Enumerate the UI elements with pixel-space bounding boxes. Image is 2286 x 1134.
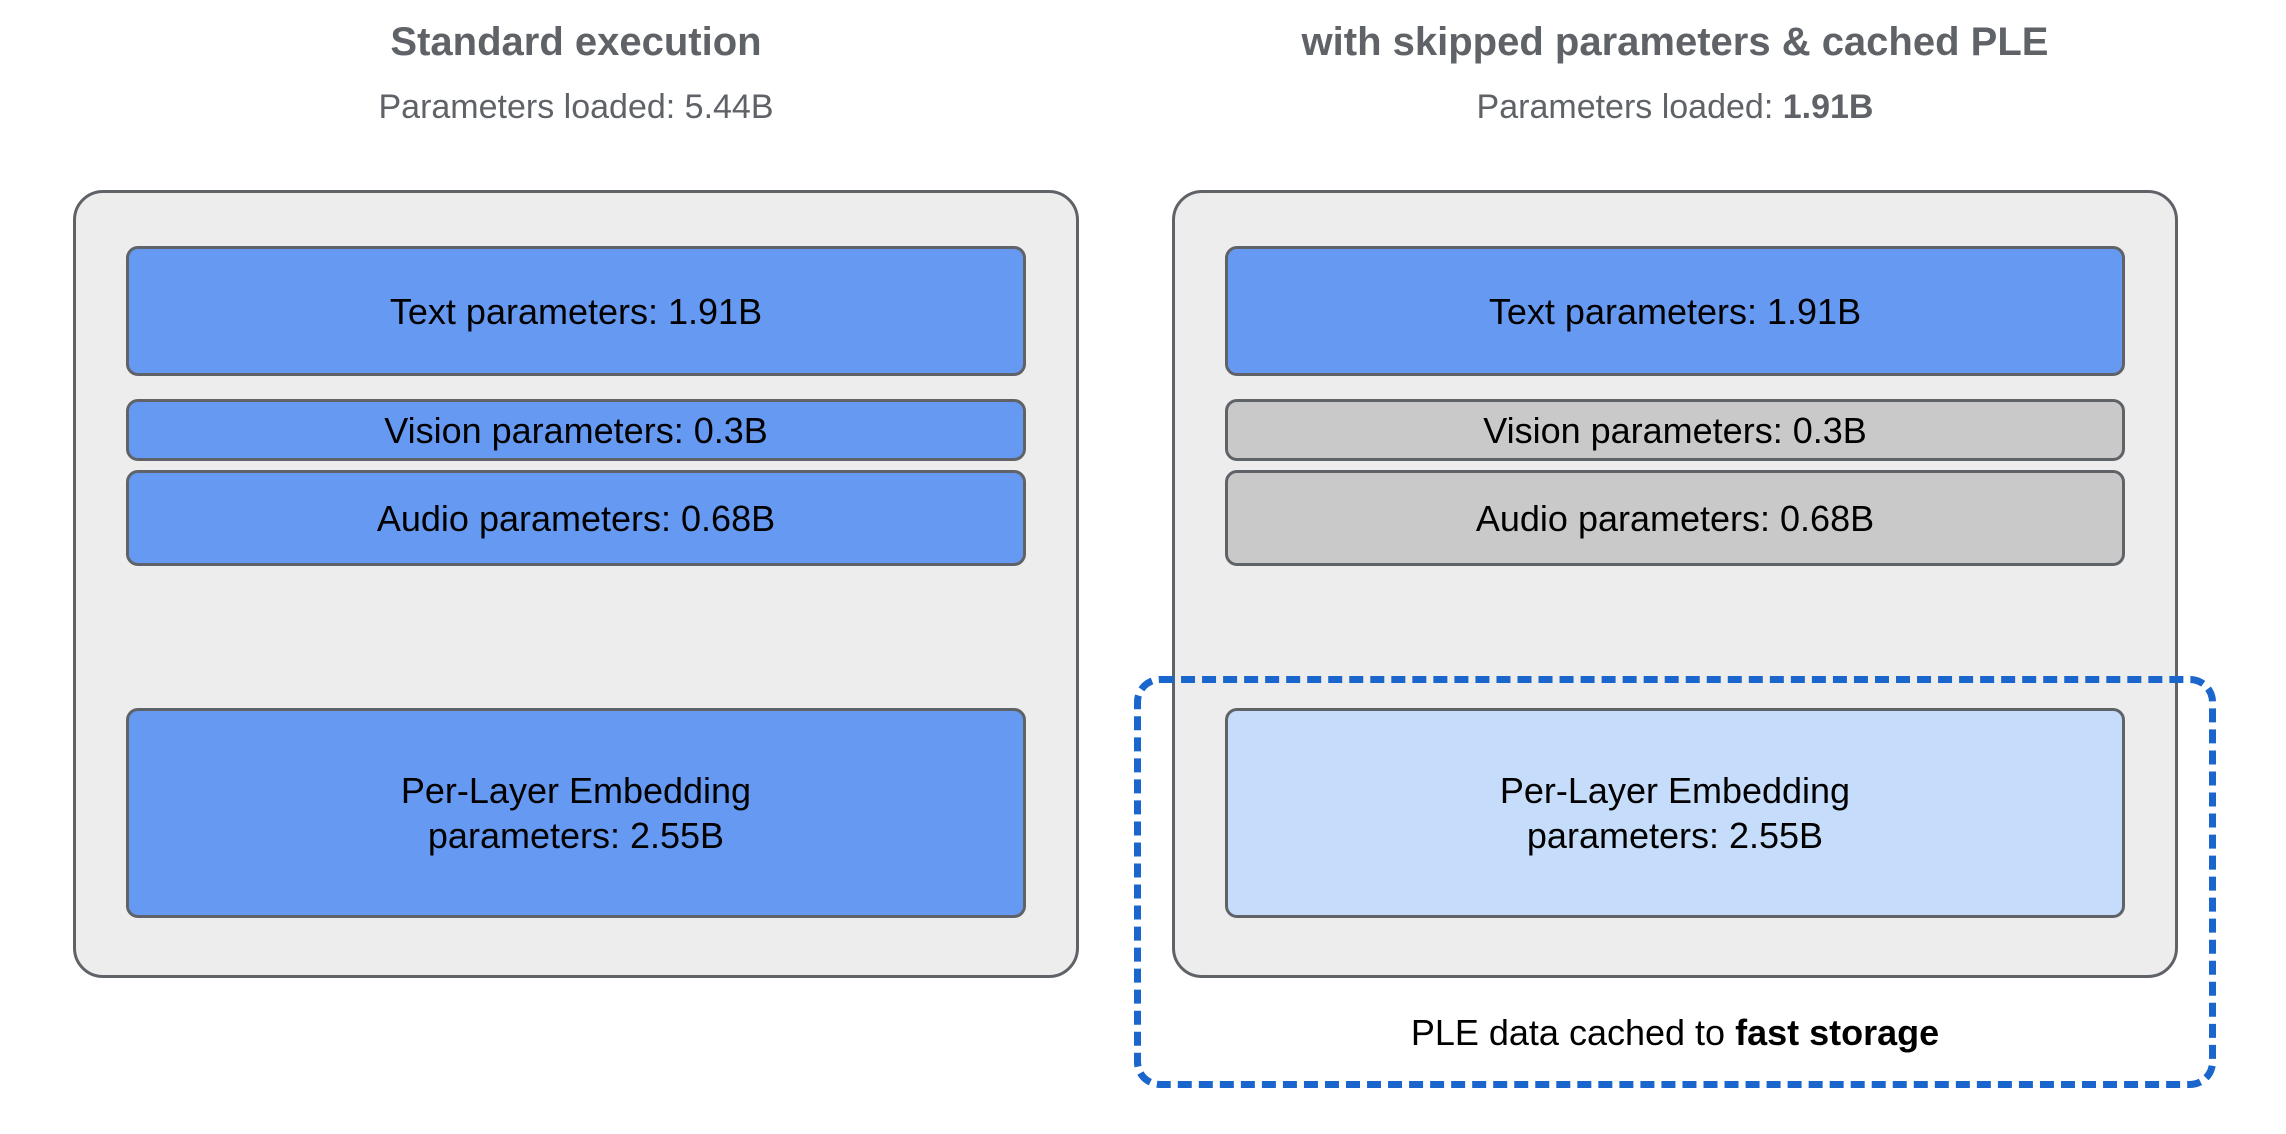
left-box-text-parameters-label: Text parameters: 1.91B <box>389 290 763 332</box>
right-box-text-parameters-label: Text parameters: 1.91B <box>1488 290 1862 332</box>
left-box-audio-parameters-label: Audio parameters: 0.68B <box>376 497 776 539</box>
right-box-vision-parameters-label: Vision parameters: 0.3B <box>1483 409 1867 451</box>
left-subtitle-value: 5.44B <box>684 88 774 126</box>
right-box-text-parameters[interactable]: Text parameters: 1.91B <box>1225 246 2125 376</box>
right-subtitle-label: Parameters loaded: <box>1476 88 1783 126</box>
left-box-text-parameters[interactable]: Text parameters: 1.91B <box>126 246 1026 376</box>
right-box-vision-parameters[interactable]: Vision parameters: 0.3B <box>1225 399 2125 461</box>
cache-caption-prefix: PLE data cached to <box>1410 1012 1736 1053</box>
right-box-audio-parameters-label: Audio parameters: 0.68B <box>1475 497 1875 539</box>
left-column-subtitle: Parameters loaded: 5.44B <box>73 90 1079 124</box>
left-box-ple-line1: Per-Layer Embedding <box>400 770 752 811</box>
left-column-header: Standard execution Parameters loaded: 5.… <box>73 22 1079 124</box>
right-box-ple-line2: parameters: 2.55B <box>1526 815 1824 856</box>
right-column-title: with skipped parameters & cached PLE <box>1301 20 2049 64</box>
left-box-ple-parameters[interactable]: Per-Layer Embedding parameters: 2.55B <box>126 708 1026 918</box>
right-subtitle-value: 1.91B <box>1782 88 1874 126</box>
left-subtitle-label: Parameters loaded: <box>378 88 685 126</box>
right-box-ple-line1: Per-Layer Embedding <box>1499 770 1851 811</box>
right-box-ple-parameters[interactable]: Per-Layer Embedding parameters: 2.55B <box>1225 708 2125 918</box>
left-box-vision-parameters[interactable]: Vision parameters: 0.3B <box>126 399 1026 461</box>
left-box-vision-parameters-label: Vision parameters: 0.3B <box>384 409 768 451</box>
cache-caption: PLE data cached to fast storage <box>1134 1013 2216 1053</box>
right-box-ple-parameters-label: Per-Layer Embedding parameters: 2.55B <box>1500 768 1850 858</box>
left-column-title: Standard execution <box>390 20 762 64</box>
right-column-subtitle: Parameters loaded: 1.91B <box>1172 90 2178 124</box>
right-box-audio-parameters[interactable]: Audio parameters: 0.68B <box>1225 470 2125 566</box>
cache-caption-emphasis: fast storage <box>1735 1012 1940 1053</box>
right-column-header: with skipped parameters & cached PLE Par… <box>1172 22 2178 124</box>
left-box-ple-line2: parameters: 2.55B <box>427 815 725 856</box>
left-box-audio-parameters[interactable]: Audio parameters: 0.68B <box>126 470 1026 566</box>
left-box-ple-parameters-label: Per-Layer Embedding parameters: 2.55B <box>401 768 751 858</box>
